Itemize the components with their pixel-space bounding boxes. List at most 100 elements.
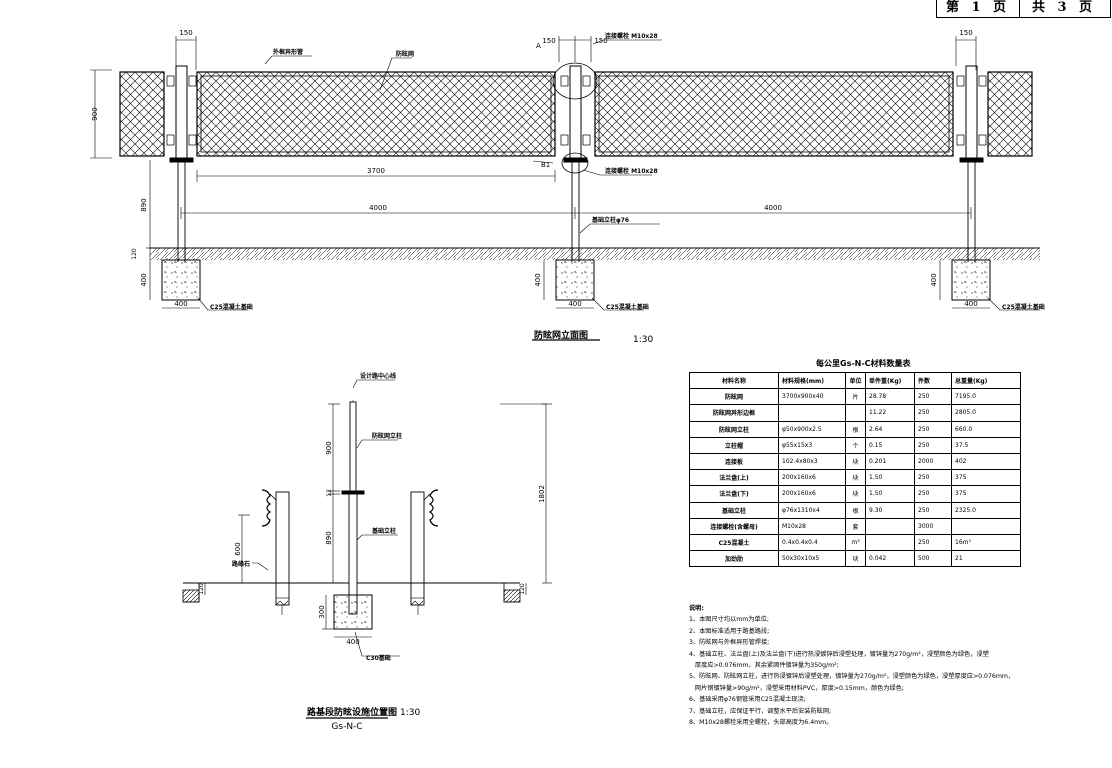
note-item: 8、M10x28螺栓采用全螺栓，头部高度为6.4mm。	[689, 719, 833, 727]
cell-count: 250	[914, 533, 952, 552]
cell-count: 250	[914, 436, 952, 454]
notes: 说明: 1、本图尺寸均以mm为单位;2、本图标准适用于路基路段;3、防眩网与外框…	[689, 603, 1014, 728]
cell-name: 法兰盘(下)	[689, 485, 779, 503]
cell-unit-weight: 0.201	[865, 452, 915, 471]
page-number-box: 第 1 页	[936, 0, 1020, 18]
cell-unit: 个	[845, 436, 866, 454]
materials-title: 每公里Gs-N-C材料数量表	[816, 359, 911, 368]
label-bolt-bottom: 连接螺栓 M10x28	[605, 167, 658, 175]
post-left	[166, 65, 197, 262]
label-post: 基础立柱φ76	[591, 216, 629, 224]
label-net-post: 防眩网立柱	[372, 432, 402, 440]
cell-unit-weight: 0.15	[865, 436, 915, 454]
cell-name: 防眩网异形边框	[689, 404, 779, 422]
label-bolt-top: 连接螺栓 M10x28	[605, 32, 658, 40]
cell-spec: 200x160x6	[778, 485, 846, 503]
cell-total-weight: 7195.0	[951, 388, 1021, 406]
foundation-left	[161, 259, 201, 301]
cell-unit-weight: 0.042	[865, 550, 915, 568]
shoulder-left	[182, 589, 200, 603]
cell-spec: 50x30x10x5	[778, 550, 846, 568]
dimension-lines	[90, 36, 1040, 341]
cell-name: 连接板	[689, 452, 779, 471]
header-spec: 材料规格(mm)	[778, 371, 846, 390]
cell-name: 立柱帽	[689, 436, 779, 454]
dim-150-mid-b: 150	[594, 37, 607, 45]
cell-unit: 块	[845, 485, 866, 503]
cell-name: 防眩网立柱	[689, 420, 779, 438]
section-view: 设计路中心线 防眩网立柱 基础立柱 路缘石 C30基础 900 12 890 6…	[182, 372, 552, 732]
cell-count: 250	[914, 485, 952, 503]
section-foundation	[333, 594, 373, 630]
cell-total-weight: 2805.0	[951, 404, 1021, 422]
foundation-right	[951, 259, 991, 301]
mesh-panel-right-partial	[987, 71, 1033, 157]
section-scale: 1:30	[400, 708, 420, 718]
ground-hatch	[150, 248, 1040, 260]
cell-total-weight: 660.0	[951, 420, 1021, 438]
cell-count: 3000	[914, 517, 952, 535]
dim-400-height-right: 400	[930, 273, 938, 286]
dim-150-left: 150	[179, 29, 192, 37]
cell-total-weight: 16m³	[951, 533, 1021, 552]
label-c30-base: C30基础	[366, 654, 391, 662]
label-foundation-mid: C25混凝土基础	[606, 303, 649, 311]
cell-unit-weight	[865, 517, 915, 535]
note-item: 1、本图尺寸均以mm为单位;	[689, 616, 769, 624]
cell-count: 250	[914, 388, 952, 406]
section-dim-900: 900	[325, 441, 333, 454]
cell-unit: 片	[845, 388, 866, 406]
cell-count: 250	[914, 469, 952, 487]
cell-unit: 块	[845, 550, 866, 568]
cell-unit: 根	[845, 501, 866, 519]
note-item: 5、防眩网、防眩网立柱，进行热浸镀锌后浸塑处理，镀锌量为270g/m²，浸塑颜色…	[689, 673, 1015, 681]
cell-total-weight: 2325.0	[951, 501, 1021, 519]
label-base-post: 基础立柱	[371, 527, 396, 535]
dim-890: 890	[140, 198, 148, 211]
label-road-center: 设计路中心线	[360, 372, 396, 380]
header-count: 件数	[914, 371, 952, 390]
cell-count: 500	[914, 550, 952, 568]
cell-count: 250	[914, 404, 952, 422]
section-dim-120-left: 120	[198, 583, 205, 595]
section-code: Gs-N-C	[331, 722, 362, 732]
section-net-post	[349, 401, 357, 493]
dim-120: 120	[131, 248, 138, 260]
label-detail-b: B1	[541, 161, 550, 169]
label-net: 防眩网	[396, 50, 414, 58]
note-item: 4、基础立柱、法兰盘(上)及法兰盘(下)进行热浸镀锌后浸塑处理，镀锌量为270g…	[689, 650, 989, 658]
label-frame: 外框异形管	[272, 48, 303, 56]
cell-spec: 200x160x6	[778, 469, 846, 487]
detail-circle-b	[561, 152, 589, 174]
cell-unit: 块	[845, 452, 866, 471]
cell-spec: 3700x900x40	[778, 388, 846, 406]
cell-name: C25混凝土	[689, 533, 779, 552]
header-total-weight: 总重量(Kg)	[951, 371, 1021, 390]
cell-spec	[778, 404, 846, 422]
cell-spec: 0.4x0.4x0.4	[778, 533, 846, 552]
notes-list: 1、本图尺寸均以mm为单位;2、本图标准适用于路基路段;3、防眩网与外框异形管焊…	[689, 614, 1014, 728]
header-name: 材料名称	[689, 371, 779, 390]
cell-unit	[845, 404, 866, 422]
materials-header-row: 材料名称 材料规格(mm) 单位 单件重(Kg) 件数 总重量(Kg)	[689, 371, 1021, 390]
cell-count: 250	[914, 501, 952, 519]
label-foundation-right: C25混凝土基础	[1002, 303, 1045, 311]
cell-total-weight: 375	[951, 485, 1021, 503]
header-unit: 单位	[845, 371, 866, 390]
cell-count: 2000	[914, 452, 952, 471]
cell-unit: m³	[845, 533, 866, 552]
cell-spec: φ76x1310x4	[778, 501, 846, 519]
cell-unit-weight: 11.22	[865, 404, 915, 422]
section-title: 路基段防眩设施位置图	[307, 706, 397, 718]
note-item: 2、本图标准适用于路基路段;	[689, 627, 770, 635]
cell-spec: φ55x15x3	[778, 436, 846, 454]
